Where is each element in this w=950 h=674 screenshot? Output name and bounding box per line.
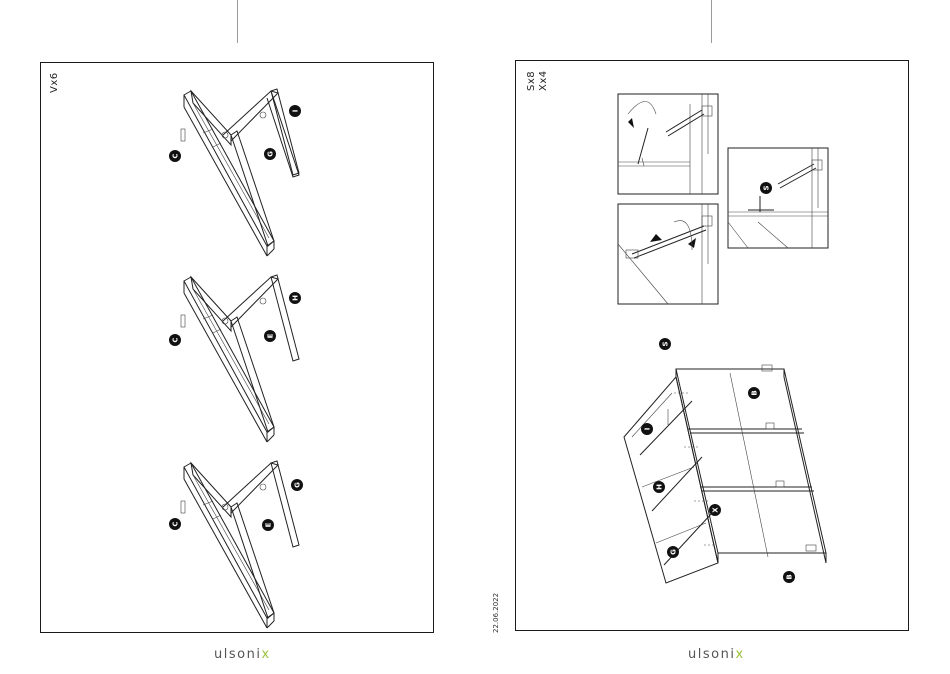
- callout-detail-s: S: [760, 182, 772, 194]
- svg-text:S: S: [763, 185, 771, 190]
- brand-right-main: ulsoni: [688, 647, 735, 662]
- callout-main-i: I: [641, 423, 653, 435]
- left-instruction-panel: Vx6 C G I: [40, 62, 434, 633]
- right-instruction-panel: Sx8 Xx4: [515, 60, 909, 631]
- svg-text:I: I: [644, 428, 652, 431]
- brand-left-main: ulsoni: [214, 647, 261, 662]
- svg-text:H: H: [656, 484, 664, 490]
- brand-logo-left: ulsonix: [214, 647, 271, 662]
- step2-diagram: [41, 249, 435, 439]
- callout-step1-c: C: [169, 150, 181, 162]
- step3-diagram: [41, 435, 435, 625]
- callout-step1-i: I: [289, 105, 301, 117]
- callout-main-g: G: [667, 546, 679, 558]
- right-callouts: S S B B I H X G: [516, 61, 910, 632]
- callout-main-x: X: [709, 504, 721, 516]
- svg-text:C: C: [172, 153, 180, 158]
- callout-main-h: H: [653, 481, 665, 493]
- callout-step1-g: G: [264, 148, 276, 160]
- fold-mark-left: [237, 0, 238, 43]
- svg-text:G: G: [267, 151, 275, 157]
- svg-text:X: X: [712, 507, 720, 513]
- svg-text:G: G: [670, 549, 678, 555]
- svg-text:B: B: [751, 390, 759, 395]
- svg-text:B: B: [786, 574, 794, 579]
- callout-main-s: S: [659, 338, 671, 350]
- document-date: 22.06.2022: [492, 593, 500, 633]
- svg-text:I: I: [292, 110, 300, 113]
- callout-main-b-top: B: [748, 387, 760, 399]
- callout-main-b-bottom: B: [783, 571, 795, 583]
- svg-text:S: S: [662, 341, 670, 346]
- fold-mark-right: [711, 0, 712, 43]
- brand-left-accent: x: [261, 647, 270, 662]
- brand-right-accent: x: [735, 647, 744, 662]
- brand-logo-right: ulsonix: [688, 647, 745, 662]
